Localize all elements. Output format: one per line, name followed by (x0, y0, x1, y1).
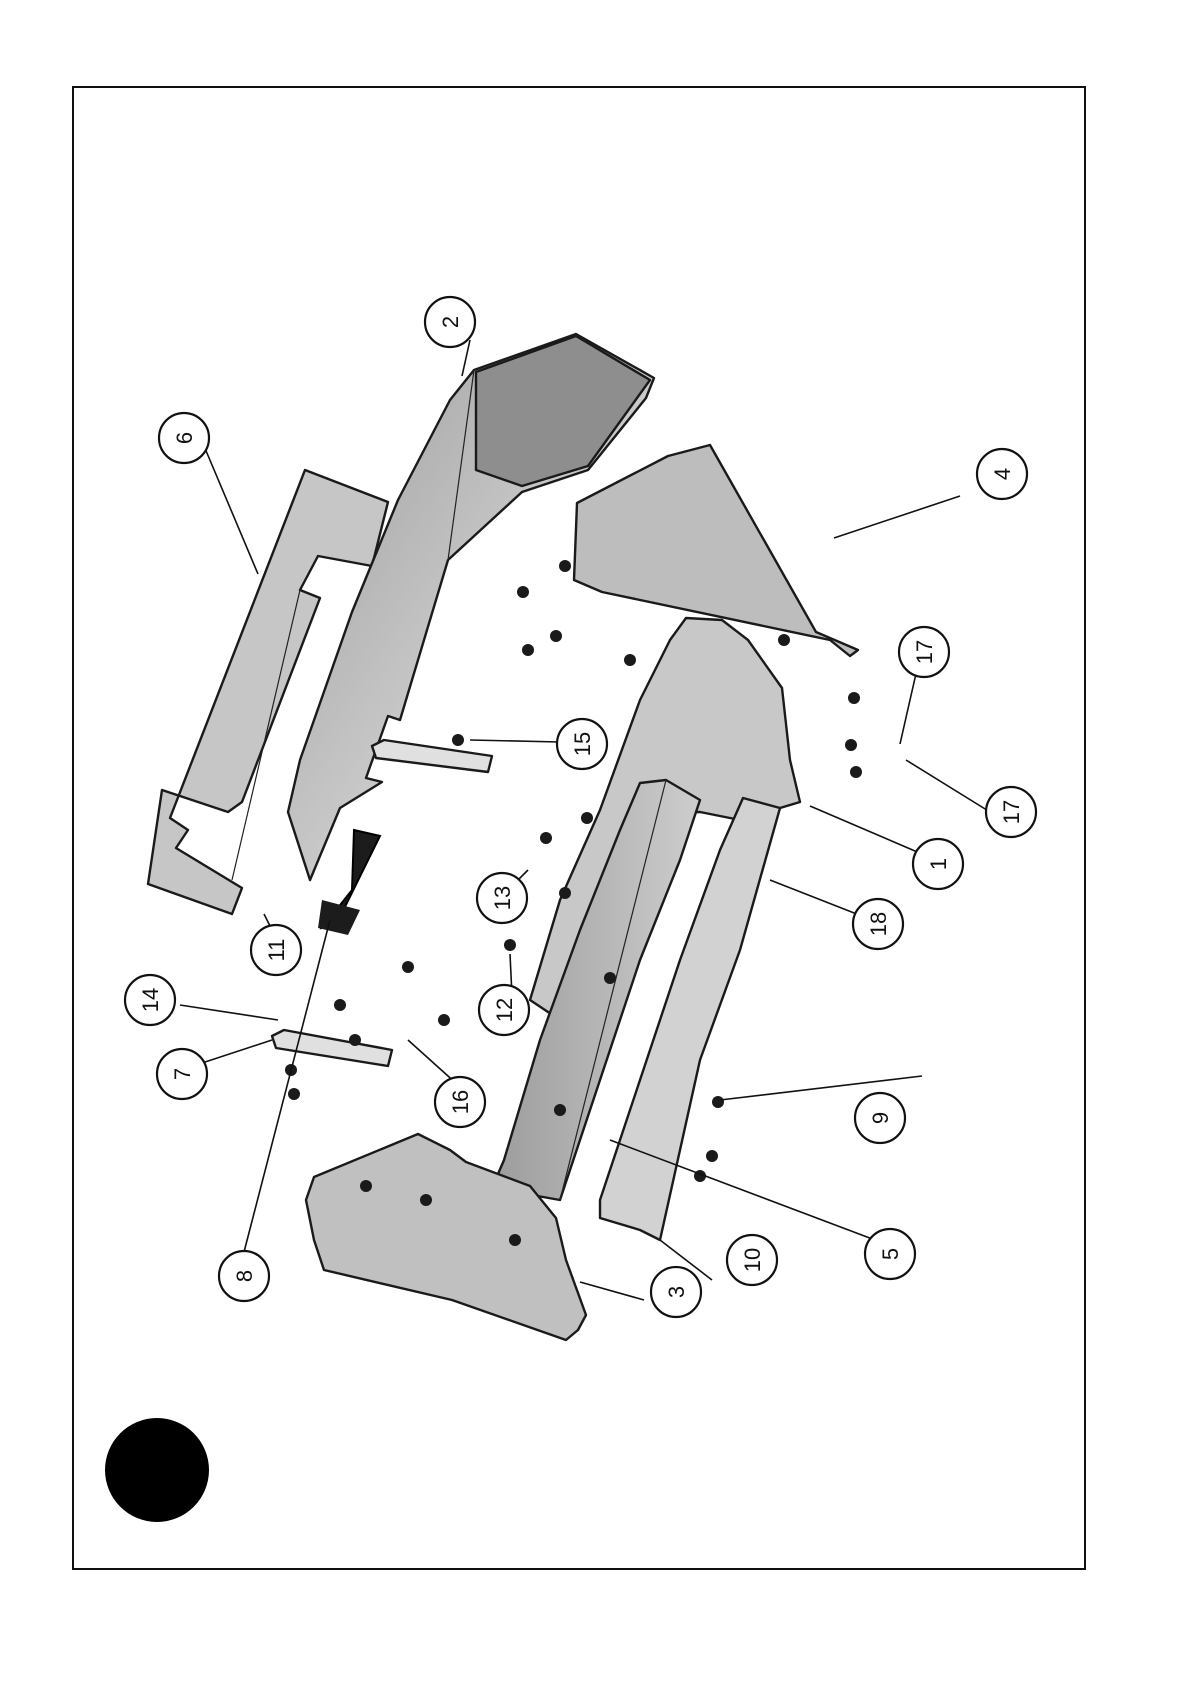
callout-1: 1 (913, 839, 963, 889)
callout-12: 12 (479, 985, 529, 1035)
svg-text:12: 12 (492, 998, 517, 1022)
handle (318, 830, 380, 935)
svg-text:14: 14 (138, 988, 163, 1012)
callout-2: 2 (425, 297, 475, 347)
callout-5: 5 (865, 1229, 915, 1279)
part-7-hinge-bar (272, 1030, 392, 1066)
part-2-upper-panel (288, 334, 654, 880)
callout-17-lower: 17 (986, 787, 1036, 837)
section-marker (105, 1418, 209, 1522)
callout-3: 3 (651, 1267, 701, 1317)
part-15-upper-hinge (372, 740, 492, 772)
svg-text:13: 13 (490, 886, 515, 910)
callout-14: 14 (125, 975, 175, 1025)
svg-text:3: 3 (664, 1286, 689, 1298)
callout-6: 6 (159, 413, 209, 463)
svg-text:17: 17 (912, 640, 937, 664)
callout-7: 7 (157, 1049, 207, 1099)
callout-11: 11 (251, 925, 301, 975)
svg-text:15: 15 (570, 732, 595, 756)
callout-8: 8 (219, 1251, 269, 1301)
svg-text:10: 10 (740, 1248, 765, 1272)
callout-15: 15 (557, 719, 607, 769)
callout-9: 9 (855, 1093, 905, 1143)
svg-text:7: 7 (170, 1068, 195, 1080)
svg-text:5: 5 (878, 1248, 903, 1260)
svg-text:6: 6 (172, 432, 197, 444)
svg-text:4: 4 (990, 468, 1015, 480)
svg-text:8: 8 (232, 1270, 257, 1282)
svg-text:18: 18 (866, 912, 891, 936)
callout-17-upper: 17 (899, 627, 949, 677)
callout-10: 10 (727, 1235, 777, 1285)
callout-4: 4 (977, 449, 1027, 499)
callout-16: 16 (435, 1077, 485, 1127)
callout-18: 18 (853, 899, 903, 949)
svg-text:9: 9 (868, 1112, 893, 1124)
callout-13: 13 (477, 873, 527, 923)
svg-text:1: 1 (926, 858, 951, 870)
svg-text:17: 17 (999, 800, 1024, 824)
svg-text:2: 2 (438, 316, 463, 328)
svg-text:16: 16 (448, 1090, 473, 1114)
svg-text:11: 11 (264, 939, 289, 962)
